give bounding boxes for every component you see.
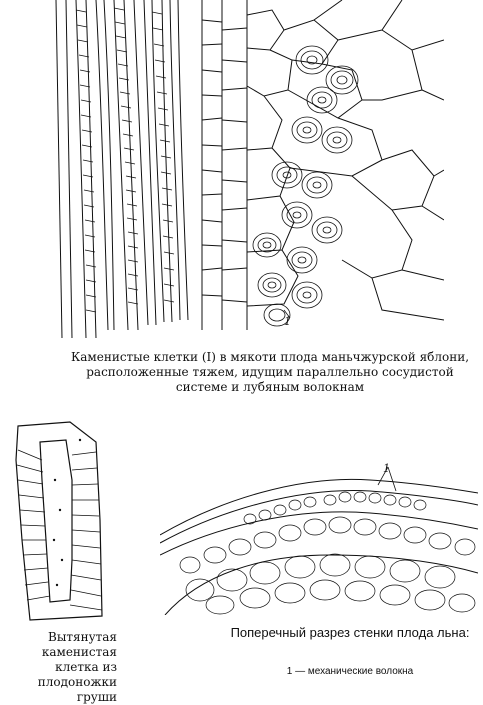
figure1-caption: Каменистые клетки (I) в мякоти плода ман… [70,350,470,394]
elongated-stone-cell-illustration [10,420,110,625]
figure3-legend: 1 — механические волокна [286,666,414,677]
figure3-caption: Поперечный разрез стенки плода льна: [230,625,470,640]
flax-fruit-wall-illustration [160,455,478,615]
figure3-label: 1 [383,462,390,475]
figure1-label: 1 [284,315,291,328]
stone-cells-apple-illustration [52,0,444,338]
figure2-caption: Вытянутая каменистая клетка из плодоножк… [37,630,117,704]
